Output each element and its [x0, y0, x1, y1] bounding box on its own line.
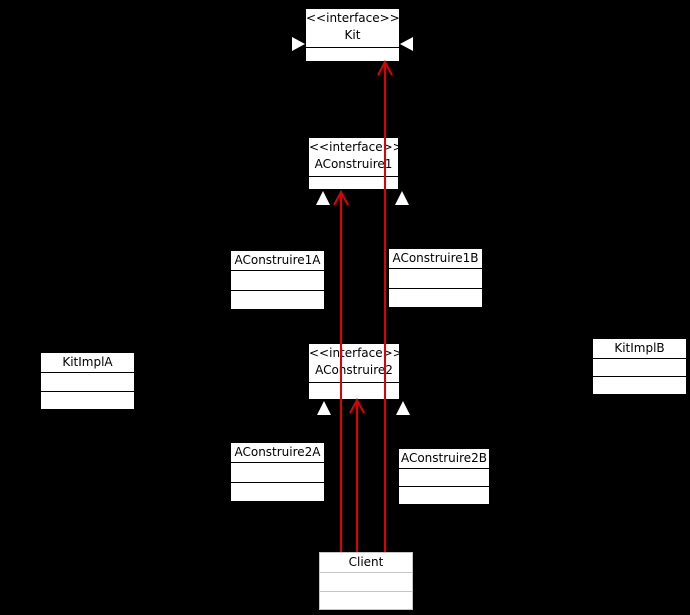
class-box-kitimpla[interactable]: KitImplA [40, 352, 135, 410]
class-box-aconstruire2a[interactable]: AConstruire2A [230, 442, 325, 502]
class-name-label: AConstruire1 [314, 157, 393, 171]
class-box-aconstruire1b[interactable]: AConstruire1B [388, 248, 483, 308]
class-name-label: AConstruire1A [234, 253, 321, 267]
members-compartment [309, 382, 399, 399]
stereotype-label: <<interface>> [309, 140, 403, 154]
fields-compartment [231, 270, 324, 290]
class-title: AConstruire2A [231, 443, 324, 462]
realization-arrowhead-kitimplb-kit[interactable] [400, 37, 413, 51]
realization-arrowhead-aconstruire2a-aconstruire2[interactable] [317, 401, 331, 415]
class-title: Client [320, 553, 412, 572]
class-name-label: KitImplA [62, 355, 113, 369]
class-box-client[interactable]: Client [319, 552, 413, 610]
class-name-label: Client [348, 555, 384, 569]
dependency-arrow-client-kit[interactable] [377, 59, 393, 552]
fields-compartment [399, 468, 489, 486]
realization-arrowhead-aconstruire1a-aconstruire1[interactable] [316, 191, 330, 205]
realization-arrowhead-aconstruire2b-aconstruire2[interactable] [396, 401, 410, 415]
class-name-label: KitImplB [614, 341, 665, 355]
class-name-label: AConstruire1B [392, 251, 479, 265]
class-name-label: AConstruire2A [234, 445, 321, 459]
fields-compartment [231, 462, 324, 482]
stereotype-label: <<interface>> [309, 346, 403, 360]
class-name-label: AConstruire2B [400, 451, 488, 465]
class-box-aconstruire1a[interactable]: AConstruire1A [230, 250, 325, 310]
stereotype-label: <<interface>> [306, 11, 400, 25]
methods-compartment [389, 287, 482, 308]
class-box-kitimplb[interactable]: KitImplB [592, 338, 687, 395]
methods-compartment [320, 590, 412, 610]
methods-compartment [41, 390, 134, 410]
fields-compartment [593, 358, 686, 376]
class-title: AConstruire1A [231, 251, 324, 270]
class-title: <<interface>> AConstruire1 [309, 138, 403, 176]
fields-compartment [320, 572, 412, 591]
dependency-arrow-client-aconstruire2[interactable] [349, 397, 365, 552]
class-title: <<interface>> Kit [306, 9, 400, 47]
class-box-kit[interactable]: <<interface>> Kit [305, 8, 400, 62]
methods-compartment [593, 376, 686, 394]
dependency-arrow-client-aconstruire1[interactable] [333, 189, 349, 552]
members-compartment [306, 47, 399, 61]
methods-compartment [231, 289, 324, 310]
class-title: AConstruire1B [389, 249, 482, 268]
class-title: KitImplA [41, 353, 134, 372]
fields-compartment [389, 268, 482, 288]
methods-compartment [231, 481, 324, 502]
members-compartment [309, 176, 398, 189]
realization-arrowhead-aconstruire1b-aconstruire1[interactable] [395, 191, 409, 205]
realization-arrowheads [292, 37, 413, 415]
realization-arrowhead-kitimpla-kit[interactable] [292, 37, 305, 51]
class-box-aconstruire2b[interactable]: AConstruire2B [398, 448, 490, 505]
fields-compartment [41, 372, 134, 391]
class-title: <<interface>> AConstruire2 [309, 344, 403, 382]
methods-compartment [399, 486, 489, 504]
class-title: KitImplB [593, 339, 686, 358]
class-name-label: AConstruire2 [315, 363, 393, 377]
class-name-label: Kit [344, 28, 361, 42]
class-title: AConstruire2B [399, 449, 489, 468]
class-box-aconstruire1[interactable]: <<interface>> AConstruire1 [308, 137, 403, 190]
